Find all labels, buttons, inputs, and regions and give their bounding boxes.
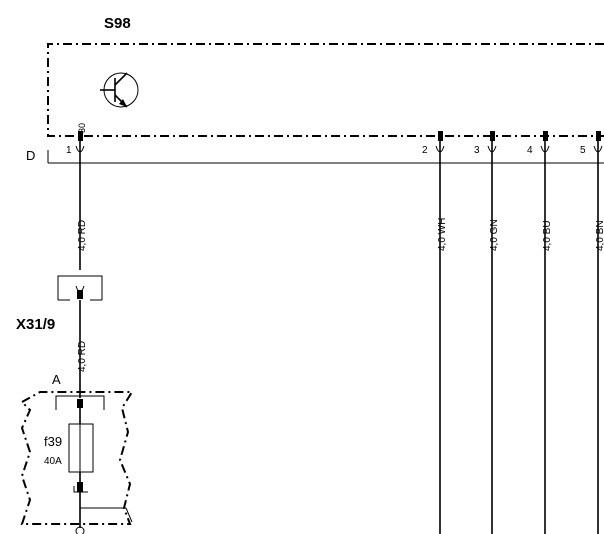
fuse-icon [68, 423, 94, 473]
wire-pin-4-label: 4,0 BU [542, 220, 553, 251]
pin-4: 4 4,0 BU [527, 131, 553, 534]
pin-3: 3 4,0 GN [474, 131, 500, 534]
fuse-block: A f39 40A [20, 372, 134, 534]
pin-3-number: 3 [474, 145, 480, 156]
pin-1-number: 1 [66, 145, 72, 156]
pin-5-number: 5 [580, 145, 586, 156]
wire-pin-2-label: 4,0 WH [437, 218, 448, 251]
connector-name: X31/9 [16, 316, 55, 333]
fuse-connector-label: A [52, 372, 61, 387]
fuse-name: f39 [44, 434, 62, 449]
wire-x31-label: 4,0 RD [77, 341, 88, 372]
wire-pin-1-label: 4,0 RD [77, 220, 88, 251]
fuse-block-boundary [20, 391, 134, 525]
pin-2-number: 2 [422, 145, 428, 156]
fuse-rating: 40A [44, 456, 62, 467]
pin-1: 30 1 4,0 RD [66, 123, 88, 270]
pin-4-number: 4 [527, 145, 533, 156]
component-name: S98 [104, 15, 131, 32]
wire-pin-3-label: 4,0 GN [489, 219, 500, 251]
pin-1-inner-label: 30 [77, 123, 87, 133]
pin-5: 5 4,0 BN [580, 131, 604, 534]
pin-2: 2 4,0 WH [422, 131, 448, 534]
component-s98-boundary [47, 43, 604, 137]
connector-x31-9: X31/9 4,0 RD [16, 275, 103, 398]
transistor-icon [100, 72, 139, 108]
rail-label: D [26, 148, 35, 163]
wire-pin-5-label: 4,0 BN [595, 220, 604, 251]
